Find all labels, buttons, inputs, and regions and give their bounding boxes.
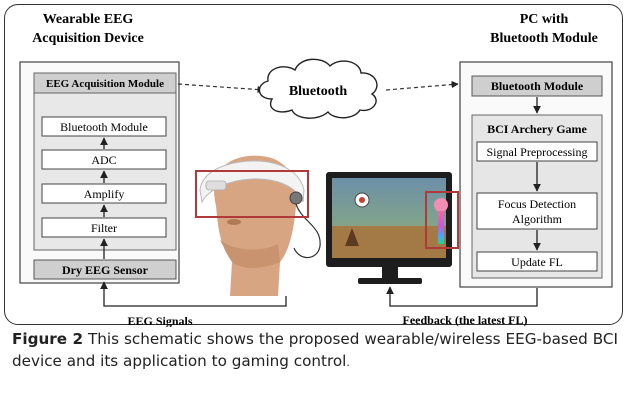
bt-module-label: Bluetooth Module xyxy=(491,79,584,93)
update-fl-box xyxy=(476,251,598,272)
module-header xyxy=(33,72,177,94)
bluetooth-cloud-label: Bluetooth xyxy=(289,84,348,99)
right-title-line1: PC with xyxy=(520,12,569,27)
bluetooth-cloud xyxy=(258,58,378,119)
block-filter xyxy=(41,217,167,238)
block-bluetooth xyxy=(41,116,167,137)
block-amplify xyxy=(41,183,167,204)
left-title-line2: Acquisition Device xyxy=(32,31,144,46)
dry-eeg-sensor xyxy=(33,259,177,280)
right-title-line2: Bluetooth Module xyxy=(490,31,598,46)
block-amplify-label: Amplify xyxy=(84,187,125,201)
left-title-line1: Wearable EEG xyxy=(43,12,134,27)
caption-text: This schematic shows the proposed wearab… xyxy=(12,330,618,370)
figure-caption: Figure 2 This schematic shows the propos… xyxy=(12,328,618,374)
game-title: BCI Archery Game xyxy=(487,122,587,136)
focus-detection-line2: Algorithm xyxy=(512,212,563,226)
caption-end: . xyxy=(346,356,350,369)
module-title: EEG Acquisition Module xyxy=(46,78,164,90)
diagram: Wearable EEG Acquisition Device EEG Acqu… xyxy=(19,12,613,327)
arrow-feedback xyxy=(386,286,538,307)
block-adc xyxy=(41,149,167,170)
block-filter-label: Filter xyxy=(91,221,117,235)
block-adc-label: ADC xyxy=(91,153,116,167)
head-with-headset-illustration xyxy=(195,155,321,296)
block-bluetooth-label: Bluetooth Module xyxy=(60,120,148,134)
signal-preprocessing-box xyxy=(476,141,598,162)
signal-preprocessing-label: Signal Preprocessing xyxy=(487,145,588,159)
monitor-game-screen-illustration xyxy=(326,172,459,284)
focus-detection-box xyxy=(476,192,598,230)
update-fl-label: Update FL xyxy=(511,255,563,269)
figure-frame xyxy=(4,4,623,325)
eeg-signals-label: EEG Signals xyxy=(127,314,192,327)
feedback-label: Feedback (the latest FL) xyxy=(403,313,528,327)
bluetooth-link-right xyxy=(385,80,459,91)
bt-module-box xyxy=(471,75,603,97)
bluetooth-link-left xyxy=(177,83,265,94)
arrow-eeg-signals xyxy=(100,281,287,307)
caption-label: Figure 2 xyxy=(12,330,84,348)
dry-eeg-sensor-label: Dry EEG Sensor xyxy=(62,263,149,277)
focus-detection-line1: Focus Detection xyxy=(498,197,576,211)
